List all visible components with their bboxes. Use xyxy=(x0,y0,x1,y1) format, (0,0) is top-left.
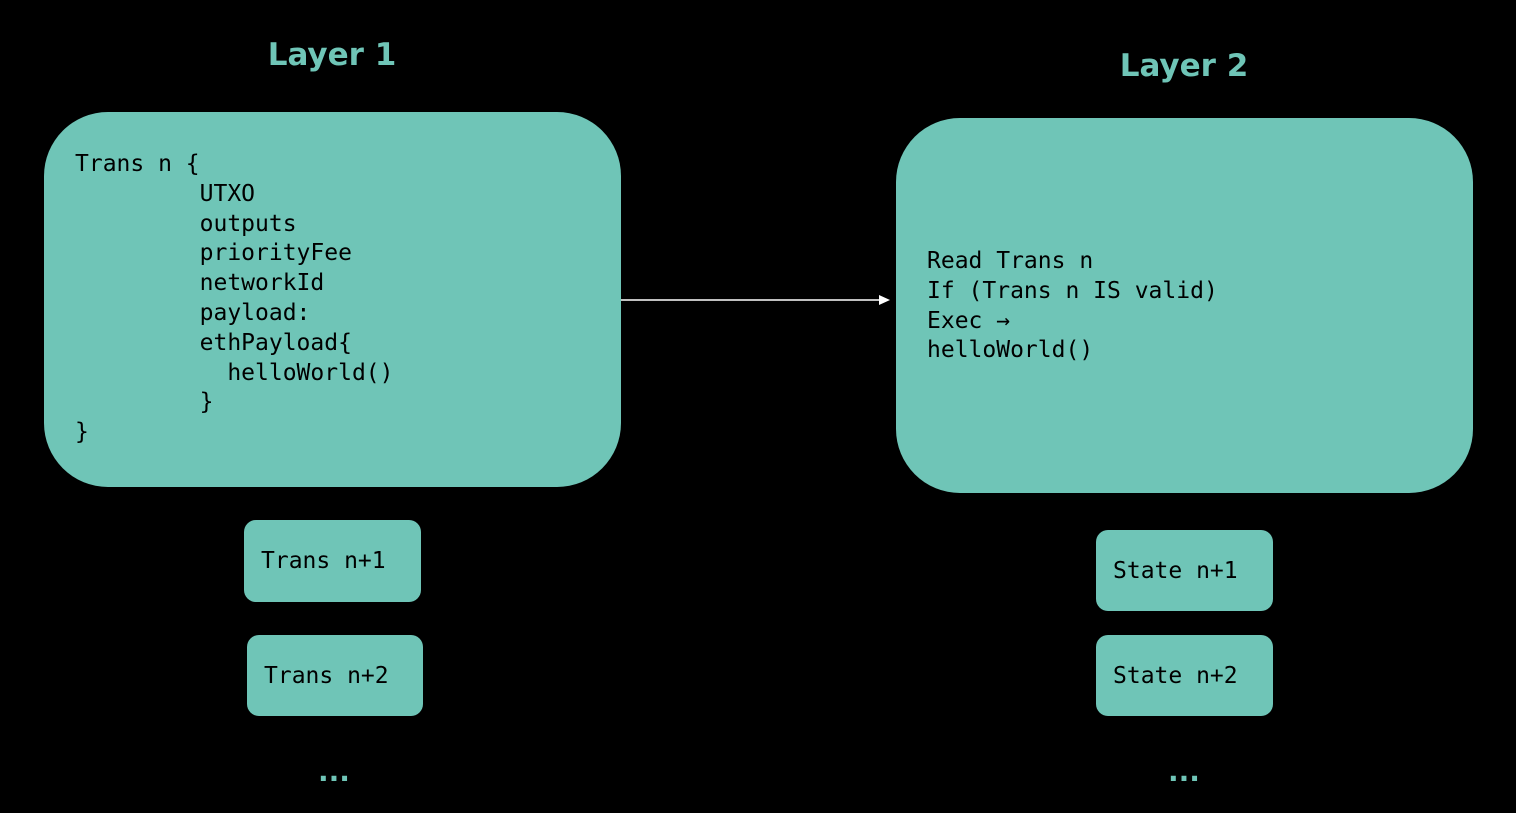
layer-2-execution-box: Read Trans n If (Trans n IS valid) Exec … xyxy=(896,118,1473,493)
arrow-head xyxy=(879,295,890,305)
layer-2-execution-code: Read Trans n If (Trans n IS valid) Exec … xyxy=(927,248,1218,364)
layer-2-state-n2-label: State n+2 xyxy=(1113,662,1238,689)
layer-2-title: Layer 2 xyxy=(1119,48,1249,84)
layer-1-trans-n2-label: Trans n+2 xyxy=(264,662,389,689)
layer-1-ellipsis: ... xyxy=(318,755,350,788)
layer-2-state-n1-label: State n+1 xyxy=(1113,557,1238,584)
layer-1-trans-n1-label: Trans n+1 xyxy=(261,548,386,574)
layer-2-state-n1-box: State n+1 xyxy=(1096,530,1273,611)
layer-2-state-n2-box: State n+2 xyxy=(1096,635,1273,716)
layer-1-transaction-box: Trans n { UTXO outputs priorityFee netwo… xyxy=(44,112,621,487)
layer-1-title: Layer 1 xyxy=(267,37,397,73)
layer-1-trans-n2-box: Trans n+2 xyxy=(247,635,423,716)
layer-1-transaction-code: Trans n { UTXO outputs priorityFee netwo… xyxy=(75,151,394,446)
layer-1-trans-n1-box: Trans n+1 xyxy=(244,520,421,602)
layer-2-ellipsis: ... xyxy=(1168,755,1200,788)
